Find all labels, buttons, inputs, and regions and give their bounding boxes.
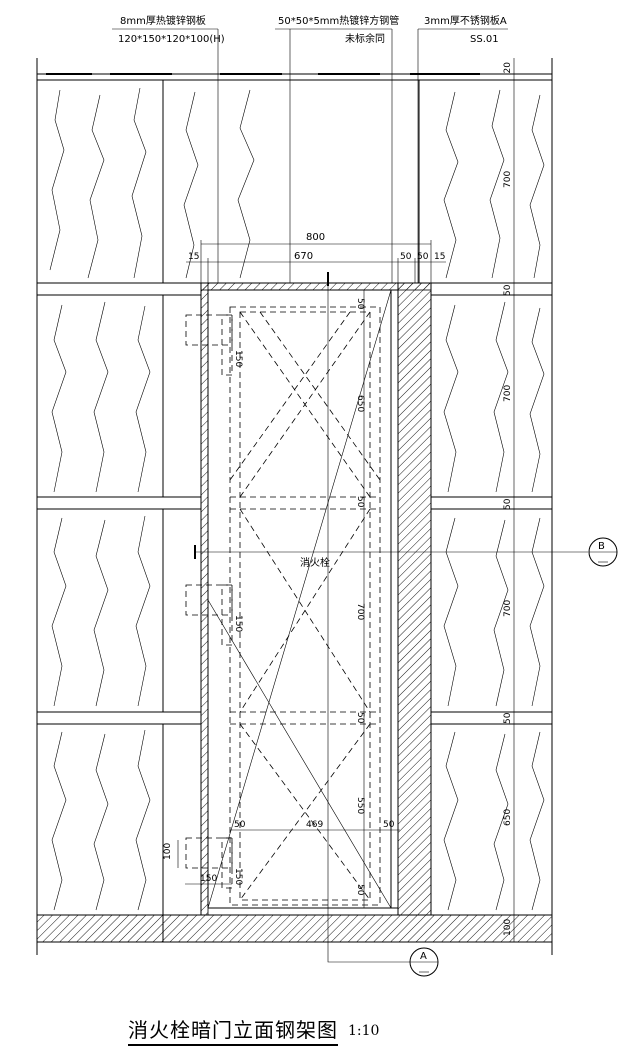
stainless-post-hatch xyxy=(397,282,432,916)
svg-text:50: 50 xyxy=(503,284,513,296)
hinge-plate-1: 150 xyxy=(185,314,243,376)
svg-text:150: 150 xyxy=(233,350,243,367)
svg-text:50: 50 xyxy=(400,252,412,262)
callout-tube-label: 50*50*5mm热镀锌方钢管 xyxy=(278,14,399,27)
svg-text:550: 550 xyxy=(355,797,365,814)
svg-text:469: 469 xyxy=(306,820,323,830)
svg-text:50: 50 xyxy=(503,712,513,724)
dim-100: 100 xyxy=(163,843,173,860)
svg-text:50: 50 xyxy=(417,252,429,262)
callout-stainless-code: SS.01 xyxy=(470,34,499,45)
section-marker-b: B xyxy=(588,537,618,567)
right-dimensions: 20 700 50 700 50 700 50 650 100 xyxy=(503,58,515,942)
callout-tube-note: 未标余同 xyxy=(345,32,385,45)
svg-text:15: 15 xyxy=(188,252,199,262)
svg-text:700: 700 xyxy=(503,600,513,617)
svg-text:800: 800 xyxy=(306,232,325,243)
hinge-plate-3: 150 xyxy=(185,837,243,889)
svg-text:A: A xyxy=(420,951,427,962)
svg-text:50: 50 xyxy=(355,712,365,724)
svg-text:50: 50 xyxy=(355,884,365,896)
svg-text:50: 50 xyxy=(355,496,365,508)
svg-text:15: 15 xyxy=(434,252,445,262)
callout-plate-label: 8mm厚热镀锌钢板 xyxy=(120,14,206,27)
svg-text:700: 700 xyxy=(503,171,513,188)
svg-text:50: 50 xyxy=(355,298,365,310)
svg-text:50: 50 xyxy=(383,820,395,830)
svg-text:50: 50 xyxy=(234,820,246,830)
section-a-line xyxy=(327,286,410,963)
marble-grain xyxy=(49,87,545,911)
callout-stainless-label: 3mm厚不锈钢板A xyxy=(424,14,507,27)
drawing-title-block: 消火栓暗门立面钢架图 1:10 xyxy=(128,1014,379,1048)
floor-slab-hatch xyxy=(36,914,553,943)
svg-text:650: 650 xyxy=(355,395,365,412)
svg-text:20: 20 xyxy=(503,62,513,74)
steel-frame-dashed xyxy=(229,306,381,906)
svg-text:150: 150 xyxy=(233,615,243,632)
section-marker-a: A xyxy=(409,947,439,977)
svg-text:700: 700 xyxy=(503,385,513,402)
diagonal-upper xyxy=(207,289,392,909)
top-dimensions: 800 15 670 50 50 15 xyxy=(186,232,446,286)
drawing-scale: 1:10 xyxy=(348,1023,380,1039)
svg-text:670: 670 xyxy=(294,251,313,262)
svg-text:B: B xyxy=(598,541,605,552)
hinge-plate-2: 150 xyxy=(185,584,243,646)
diagonal-lower xyxy=(207,599,392,909)
dim-150: 150 xyxy=(200,874,217,884)
svg-text:700: 700 xyxy=(355,603,365,620)
svg-text:650: 650 xyxy=(503,809,513,826)
svg-text:100: 100 xyxy=(503,919,513,936)
svg-text:50: 50 xyxy=(503,498,513,510)
drawing-title: 消火栓暗门立面钢架图 xyxy=(128,1014,338,1046)
callout-plate-size: 120*150*120*100(H) xyxy=(118,34,225,45)
hydrant-label: 消火栓 xyxy=(300,556,330,569)
svg-text:150: 150 xyxy=(233,868,243,885)
